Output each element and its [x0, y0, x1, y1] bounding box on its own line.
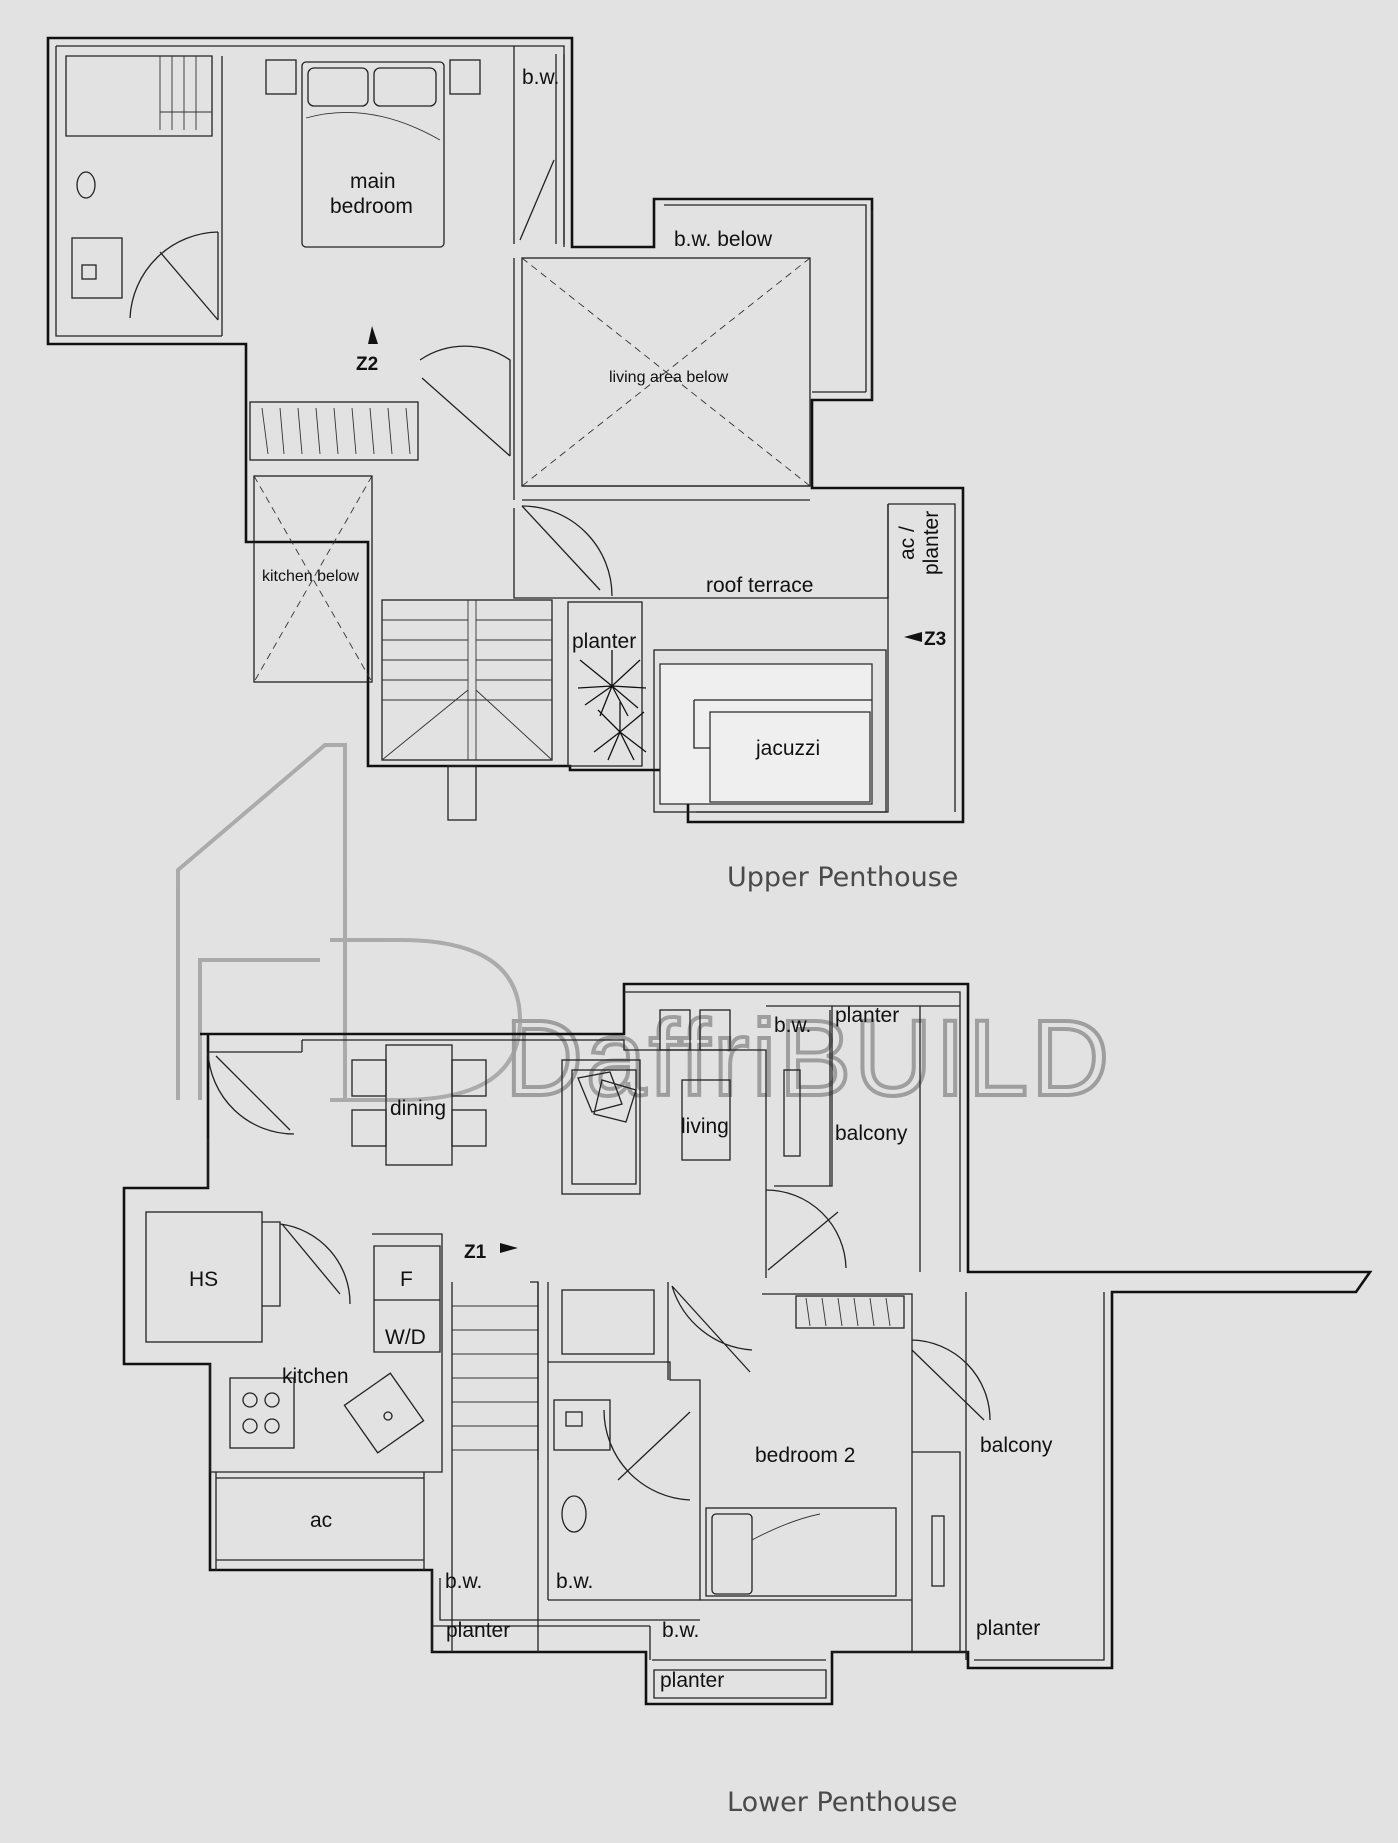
lower-planter-top-label: planter: [835, 1004, 899, 1027]
watermark-text: DaffriBUILD: [505, 997, 1112, 1118]
dining-label: dining: [390, 1097, 446, 1120]
main-bedroom-label-line1: main: [350, 170, 396, 193]
planter-right-label: planter: [976, 1617, 1040, 1640]
kitchen-below-label: kitchen below: [262, 568, 359, 585]
watermark-logo: [176, 743, 523, 1102]
lower-bw-top-label: b.w.: [774, 1014, 811, 1037]
z1-arrow-icon: [500, 1243, 518, 1253]
living-label: living: [681, 1115, 729, 1138]
ac-planter-label-line1: ac /: [896, 526, 919, 560]
bw-b-label: b.w.: [556, 1570, 593, 1593]
main-bedroom-label-line2: bedroom: [330, 195, 413, 218]
hs-label: HS: [189, 1268, 218, 1291]
balcony-right-label: balcony: [980, 1434, 1053, 1457]
lower-penthouse-plan: [122, 982, 1373, 1706]
balcony-top-label: balcony: [835, 1122, 908, 1145]
z2-arrow-icon: [368, 326, 378, 344]
z3-arrow-icon: [904, 632, 922, 642]
kitchen-label: kitchen: [282, 1365, 349, 1388]
plant-icon: [577, 650, 647, 761]
planter-left-label: planter: [446, 1619, 510, 1642]
ac-label: ac: [310, 1509, 332, 1532]
jacuzzi-label: jacuzzi: [755, 737, 820, 760]
washer-dryer-label: W/D: [385, 1326, 426, 1349]
upper-penthouse-plan: [46, 36, 965, 824]
bw-below-label: b.w. below: [674, 228, 773, 251]
fridge-label: F: [400, 1268, 413, 1291]
upper-penthouse-caption: Upper Penthouse: [727, 862, 958, 893]
bedroom-2-label: bedroom 2: [755, 1444, 855, 1467]
roof-terrace-label: roof terrace: [706, 574, 813, 597]
z2-marker: Z2: [356, 354, 378, 375]
ac-planter-label-line2: planter: [920, 511, 943, 575]
bw-c-label: b.w.: [662, 1619, 699, 1642]
bw-a-label: b.w.: [445, 1570, 482, 1593]
z3-marker: Z3: [924, 629, 946, 650]
upper-bw-label: b.w.: [522, 66, 559, 89]
upper-planter-label: planter: [572, 630, 636, 653]
lower-penthouse-caption: Lower Penthouse: [727, 1787, 958, 1818]
living-area-below-label: living area below: [609, 369, 729, 386]
z1-marker: Z1: [464, 1242, 487, 1263]
planter-bottom-label: planter: [660, 1669, 724, 1692]
